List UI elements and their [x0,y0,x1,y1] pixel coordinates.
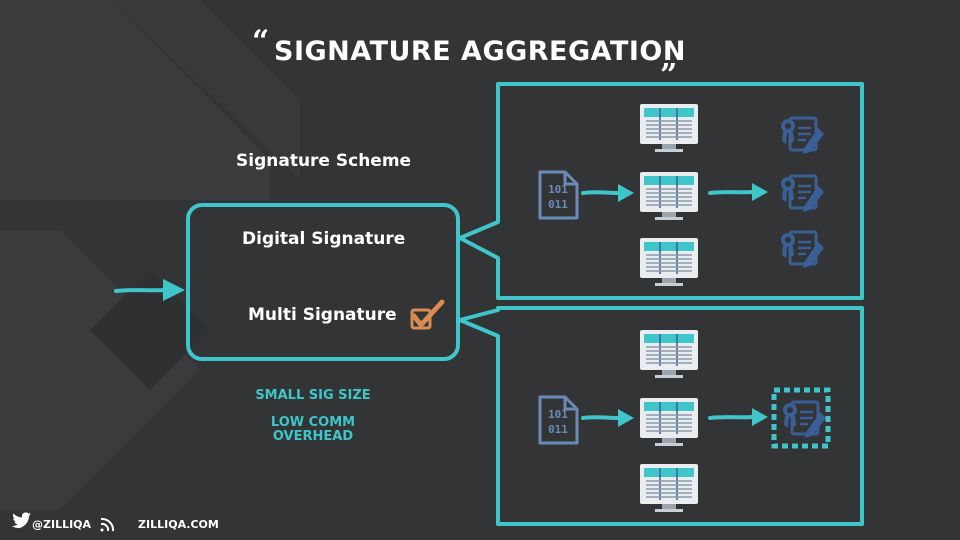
page-title: SIGNATURE AGGREGATION [274,36,686,67]
rss-icon [100,517,115,532]
benefit-small-sig-size: SMALL SIG SIZE [255,388,371,403]
signature-scheme-label: Signature Scheme [236,151,412,171]
monitor-icon [639,329,699,379]
multi-signature-panel [458,306,864,526]
certificate-icon [779,174,826,214]
twitter-handle[interactable]: @ZILLIQA [32,518,92,531]
open-quote-mark: “ [252,24,270,59]
monitor-icon [639,397,699,447]
monitor-icon [639,463,699,513]
checkmark-icon [410,299,445,330]
digital-signature-panel [458,82,864,300]
footer: @ZILLIQA ZILLIQA.COM [10,518,219,531]
signature-types-box [186,203,460,361]
certificate-icon [779,116,826,156]
binary-file-icon: 101 011 [538,170,579,220]
node-to-aggregate-arrow [708,408,768,426]
benefit-low-comm-overhead: LOW COMM OVERHEAD [270,415,356,444]
binary-text-line1: 101 [548,408,568,421]
binary-text-line2: 011 [548,423,568,436]
monitor-icon [639,171,699,221]
binary-file-icon: 101 011 [538,395,579,445]
file-to-node-arrow [581,409,634,427]
file-to-node-arrow [581,184,634,202]
monitor-icon [639,237,699,287]
twitter-icon [12,512,31,529]
node-to-signature-arrow [708,183,768,201]
certificate-icon [779,230,826,270]
binary-text-line2: 011 [548,198,568,211]
entry-arrow [114,279,185,301]
digital-signature-label: Digital Signature [242,229,406,249]
binary-text-line1: 101 [548,183,568,196]
website-link[interactable]: ZILLIQA.COM [138,518,219,531]
aggregated-signature-icon [771,387,831,449]
multi-signature-label: Multi Signature [248,305,397,325]
monitor-icon [639,103,699,153]
